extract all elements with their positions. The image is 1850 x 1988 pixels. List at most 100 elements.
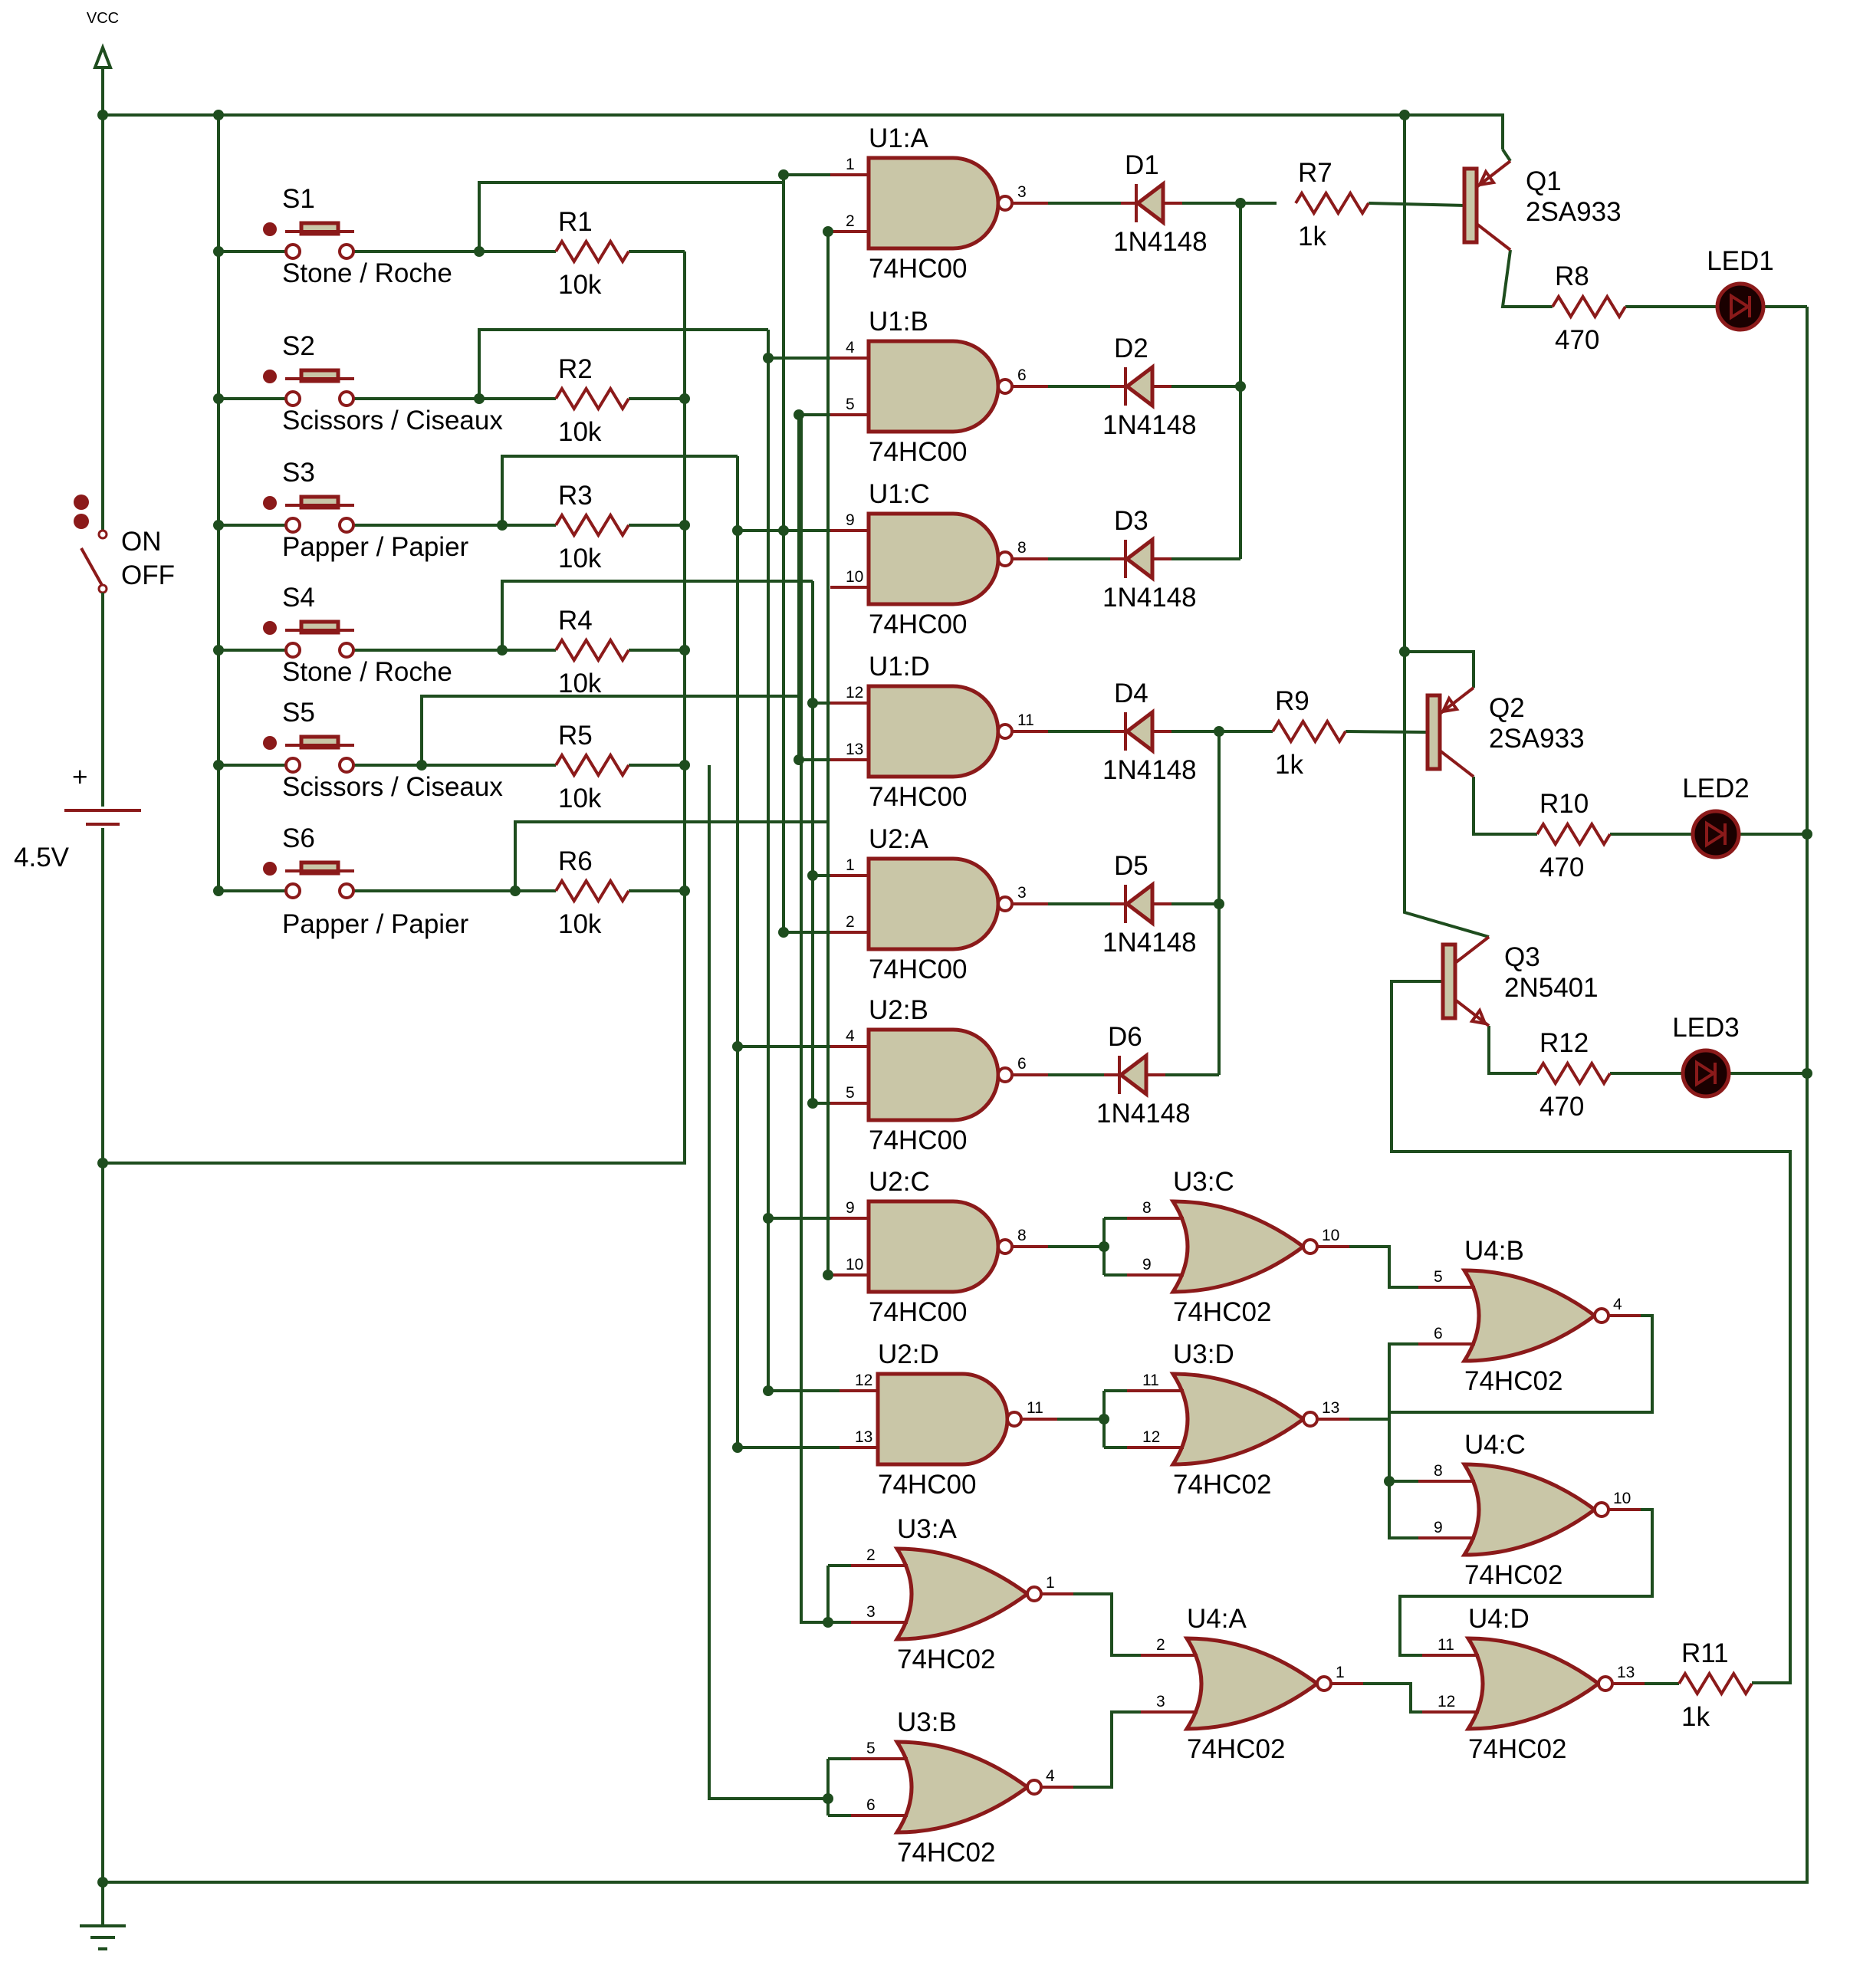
wire <box>1472 777 1537 836</box>
resistor-zigzag <box>554 386 630 412</box>
pin-number: 5 <box>1434 1268 1443 1286</box>
switch-ref-label: S4 <box>282 583 315 613</box>
junction-dot <box>794 409 804 420</box>
pin-number: 11 <box>1438 1636 1454 1654</box>
junction-dot <box>1399 110 1410 120</box>
diode-body <box>1134 179 1165 227</box>
battery-voltage-label: 4.5V <box>14 843 70 872</box>
resistor-value-label: 470 <box>1539 853 1584 882</box>
junction-dot <box>213 110 224 120</box>
pin-number: 9 <box>1142 1256 1152 1273</box>
junction-dot <box>97 1877 108 1888</box>
resistor-zigzag <box>554 512 630 538</box>
gate-ref-label: U2:C <box>869 1167 930 1197</box>
junction-dot <box>1214 726 1224 737</box>
pin-number: 1 <box>846 856 855 874</box>
pin-number: 8 <box>1434 1462 1443 1480</box>
junction-dot <box>763 353 774 363</box>
junction-dot <box>416 760 427 771</box>
junction-dot <box>97 110 108 120</box>
diode-body <box>1123 708 1155 755</box>
junction-dot <box>763 1385 774 1396</box>
resistor-value-label: 470 <box>1539 1092 1584 1122</box>
gate-part-label: 74HC00 <box>869 1297 967 1327</box>
junction-dot <box>1099 1414 1109 1424</box>
resistor-ref-label: R4 <box>558 606 593 636</box>
nor-gate-body <box>1461 1462 1599 1557</box>
wire <box>1487 1026 1537 1075</box>
pin-number: 4 <box>846 1027 855 1045</box>
component-lead <box>1475 222 1512 251</box>
pin-number: 12 <box>846 684 863 702</box>
resistor-zigzag <box>1271 718 1347 744</box>
transistor-part-label: 2N5401 <box>1504 973 1599 1003</box>
resistor-value-label: 10k <box>558 784 602 813</box>
pin-number: 4 <box>846 339 855 357</box>
inverter-bubble-icon <box>997 1066 1014 1083</box>
gate-ref-label: U2:B <box>869 995 928 1025</box>
nand-gate-body <box>866 684 1001 779</box>
pin-number: 13 <box>855 1428 872 1446</box>
switch-knob-icon <box>74 495 89 510</box>
junction-dot <box>1399 646 1410 657</box>
junction-dot <box>732 525 743 536</box>
input-trunk <box>478 328 768 399</box>
transistor-ref-label: Q1 <box>1526 166 1562 196</box>
vcc-rail <box>103 113 1504 150</box>
diode-ref-label: D4 <box>1114 679 1148 708</box>
pulldown-resistor-6: R6 10k <box>554 846 630 939</box>
resistor-zigzag <box>1536 821 1612 847</box>
resistor-ref-label: R9 <box>1275 686 1309 716</box>
diode-part-label: 1N4148 <box>1102 583 1197 613</box>
inverter-bubble-icon <box>1006 1411 1023 1428</box>
pin-number: 8 <box>1017 1227 1027 1244</box>
junction-dot <box>823 1270 833 1280</box>
wire <box>1388 1481 1418 1539</box>
resistor-ref-label: R12 <box>1539 1028 1589 1058</box>
junction-dot <box>1235 198 1246 209</box>
switch-ref-label: S5 <box>282 698 315 728</box>
gate-part-label: 74HC02 <box>1468 1734 1566 1764</box>
inverter-bubble-icon <box>1597 1675 1614 1692</box>
emitter-arrow-icon <box>1469 1007 1488 1026</box>
diode-body <box>1117 1051 1148 1099</box>
switch-caption: Scissors / Ciseaux <box>282 772 503 802</box>
junctions <box>97 110 1812 1888</box>
gate-part-label: 74HC00 <box>878 1470 976 1500</box>
junction-dot <box>679 645 690 656</box>
diode-part-label: 1N4148 <box>1096 1099 1191 1129</box>
wire <box>1349 1342 1418 1421</box>
junction-dot <box>679 520 690 531</box>
resistor-ref-label: R2 <box>558 354 593 384</box>
resistor-value-label: 10k <box>558 909 602 939</box>
gate-part-label: 74HC00 <box>869 610 967 639</box>
pushbutton-knob-icon <box>263 222 277 236</box>
gate-part-label: 74HC02 <box>897 1838 995 1868</box>
pin-number: 10 <box>846 568 863 586</box>
junction-dot <box>213 760 224 771</box>
pin-number: 9 <box>846 1199 855 1217</box>
input-trunk <box>478 181 784 251</box>
input-trunk <box>420 695 799 765</box>
resistor-ref-label: R6 <box>558 846 593 876</box>
transistor-part-label: 2SA933 <box>1526 197 1622 227</box>
diode-ref-label: D3 <box>1114 506 1148 536</box>
junction-dot <box>510 886 521 896</box>
input-trunk <box>708 765 828 1800</box>
